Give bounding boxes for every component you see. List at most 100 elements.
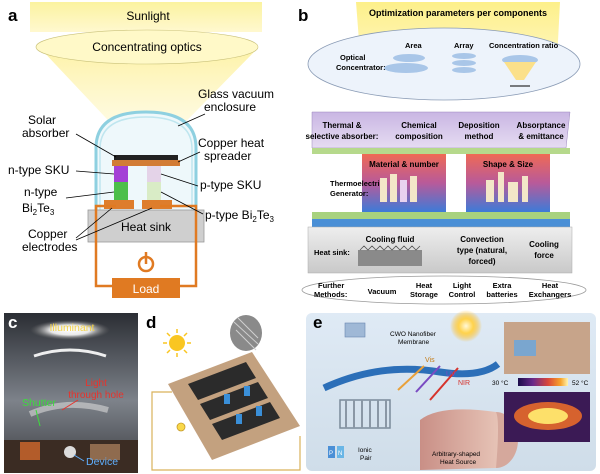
nir-arrow [429, 367, 459, 401]
p-type-sku-leg [147, 166, 161, 182]
sunlight-band [30, 2, 262, 32]
chem-label-2: composition [395, 132, 443, 141]
te-leg-icon-4 [410, 176, 417, 202]
sun-icon [169, 335, 185, 351]
p-bi2te3-label: p-type Bi2Te3 [205, 208, 275, 224]
n-sku-leader [75, 170, 115, 175]
array-label: Array [454, 41, 474, 50]
chem-label-1: Chemical [401, 121, 437, 130]
cooling-fluid-label: Cooling fluid [366, 235, 415, 244]
vis-arrow [397, 365, 425, 391]
sun-rays-icon [163, 329, 191, 357]
conv-label-3: forced) [468, 257, 495, 266]
nanofiber-inset [344, 322, 366, 338]
copper-electrode-left [104, 200, 134, 209]
copper-label-1: Copper heat [198, 136, 265, 150]
device-label: Device [86, 456, 118, 468]
sink-label: Heat sink: [314, 248, 350, 257]
dep-label-1: Deposition [458, 121, 499, 130]
n-label: N [338, 451, 342, 457]
circuit-wire [151, 391, 301, 471]
heat-source-cylinder [420, 409, 498, 470]
cwo-label-2: Membrane [398, 339, 429, 346]
lc-label-2: Control [449, 290, 476, 299]
te-label-1: Thermoelectric [330, 179, 384, 188]
panel-c: c Illuminant Light through hole Shutter … [4, 313, 138, 473]
eb-label-1: Extra [493, 281, 513, 290]
panel-d-letter: d [146, 313, 156, 332]
panel-b-letter: b [298, 6, 308, 25]
solar-label-2: absorber [22, 126, 69, 140]
te-label-2: Generator: [330, 189, 368, 198]
conv-label-1: Convection [460, 235, 504, 244]
uv-arrow [415, 365, 441, 393]
absorber-strip-2 [200, 382, 268, 420]
p-bi-leader [160, 191, 204, 215]
shape-leg-icon-3 [508, 182, 518, 202]
further-label-1: Further [318, 281, 344, 290]
p-label: P [329, 451, 333, 457]
further-methods-ellipse [301, 275, 587, 305]
cwo-label-1: CWO Nanofiber [390, 331, 437, 338]
optical-label-2: Concentrator: [336, 63, 386, 72]
te-element-icon-3 [236, 414, 242, 424]
copper-label-2: spreader [204, 149, 251, 163]
optics-label: Concentrating optics [92, 40, 201, 54]
te-element-icon-4 [256, 406, 262, 416]
vacuum-label: Vacuum [368, 287, 397, 296]
shape-leg-icon-2 [498, 172, 504, 202]
ratio-label: Concentration ratio [489, 41, 559, 50]
solar-absorber [114, 155, 178, 160]
fiber-texture [233, 317, 259, 351]
device-block-right [90, 444, 120, 460]
glass-label-1: Glass vacuum [198, 87, 274, 101]
further-label-2: Methods: [314, 290, 347, 299]
shape-label: Shape & Size [483, 160, 534, 169]
light-leader [61, 399, 79, 411]
light-beam-patch [28, 401, 109, 417]
abs-label-2: & emittance [518, 132, 564, 141]
thermal-label-2: selective absorber: [306, 132, 379, 141]
sun-e-icon [450, 310, 482, 342]
n-bi-leader [65, 191, 115, 199]
array-lens-icon-2 [452, 60, 476, 66]
wire-right [160, 204, 198, 288]
heat-sink-label: Heat sink [121, 220, 172, 234]
te-green-strip [312, 212, 570, 219]
membrane-on-arm [514, 340, 536, 356]
eb-label-2: batteries [486, 290, 517, 299]
lc-label-1: Light [453, 281, 472, 290]
concentrating-lens [35, 29, 259, 65]
panel-a: a Sunlight Concentrating optics Heat sin… [8, 2, 275, 298]
load-box [112, 278, 180, 298]
te-leg-icon [380, 178, 387, 202]
n-type-sku-leg [114, 166, 128, 182]
abs-label-1: Absorptance [517, 121, 566, 130]
n-sku-label: n-type SKU [8, 163, 69, 177]
copper-el-label-2: electrodes [22, 240, 77, 254]
copper-leader [177, 151, 201, 163]
optical-label-1: Optical [340, 53, 365, 62]
optical-concentrator-ellipse [307, 27, 581, 101]
absorber-strip-1 [188, 362, 256, 400]
solar-leader [75, 133, 117, 158]
n-type-bi2te3-leg [114, 182, 128, 200]
te-module-legs [345, 400, 387, 428]
shutter-label: Shutter [22, 397, 56, 409]
area-lens-icon-2 [384, 63, 428, 73]
shutter-leader [35, 409, 41, 427]
thermal-label-1: Thermal & [322, 121, 361, 130]
panel-e: e CWO Nanofiber Membrane Vis UV NIR P N … [306, 310, 596, 471]
area-label: Area [405, 41, 423, 50]
he-label-2: Exchangers [529, 290, 572, 299]
shape-leg-icon-4 [522, 176, 528, 202]
array-lens-icon [452, 53, 476, 59]
p-type-bi2te3-leg [147, 182, 161, 200]
scale-low-label: 30 °C [492, 379, 509, 387]
nir-label: NIR [458, 380, 470, 387]
temperature-scale [518, 378, 568, 386]
te-blue-strip [312, 219, 570, 227]
device-icon [64, 446, 76, 458]
area-lens-icon [393, 54, 425, 62]
